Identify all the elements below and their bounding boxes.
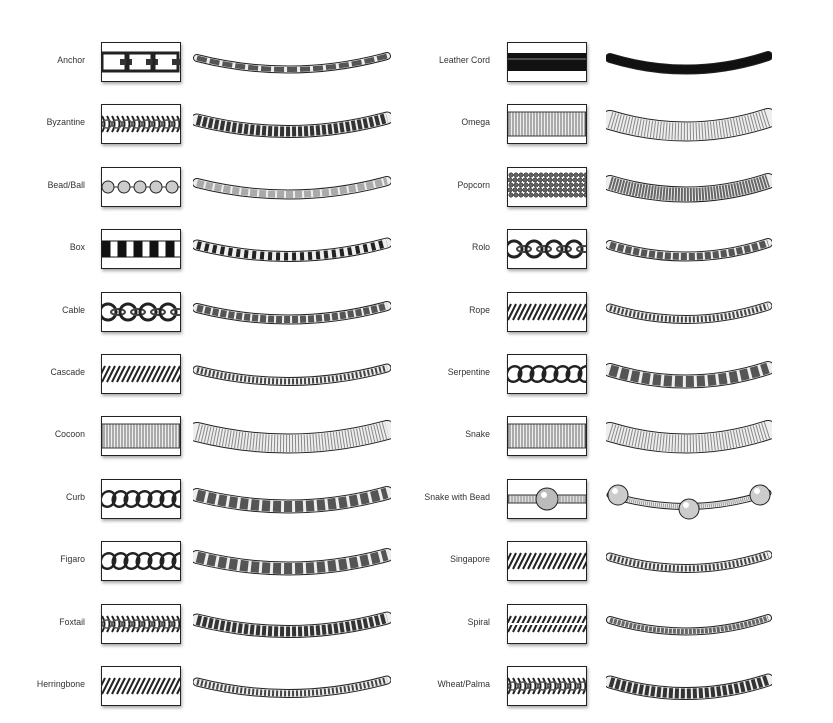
chain-label: Curb (66, 491, 85, 503)
chain-label: Cocoon (54, 429, 85, 441)
chain-closeup-swatch (507, 354, 587, 394)
chain-closeup-swatch (101, 291, 181, 332)
chain-closeup-swatch (101, 541, 181, 582)
chain-label: Serpentine (447, 367, 490, 378)
chain-label: Foxtail (59, 616, 85, 628)
chain-closeup-swatch (507, 416, 587, 457)
chain-curve-illustration (606, 229, 772, 271)
chain-closeup-swatch (507, 478, 587, 519)
chain-label: Singapore (450, 554, 490, 566)
chain-closeup-swatch (101, 416, 181, 457)
chain-label: Box (69, 242, 85, 254)
chain-closeup-swatch (101, 666, 181, 706)
chain-curve-illustration (193, 292, 391, 334)
chain-curve-illustration (606, 292, 772, 334)
chain-curve-illustration (193, 229, 391, 271)
chain-closeup-swatch (101, 166, 181, 207)
chain-label: Snake with Bead (424, 491, 490, 503)
chain-label: Anchor (57, 55, 85, 66)
chain-curve-illustration (193, 104, 391, 146)
chain-curve-illustration (193, 604, 391, 646)
chain-label: Popcorn (457, 179, 490, 191)
chain-curve-illustration (606, 42, 772, 84)
chain-closeup-swatch (507, 291, 587, 332)
chain-closeup-swatch (507, 541, 587, 582)
chain-label: Snake (465, 429, 490, 441)
chain-curve-illustration (193, 42, 391, 84)
chain-closeup-swatch (507, 603, 587, 644)
chain-closeup-swatch (507, 42, 587, 82)
chain-label: Omega (461, 117, 490, 129)
chain-closeup-swatch (101, 104, 181, 145)
chain-curve-illustration (606, 104, 772, 146)
chain-label: Rolo (472, 242, 490, 254)
chain-label: Bead/Ball (47, 179, 85, 191)
chain-curve-illustration (193, 167, 391, 209)
chain-curve-illustration (606, 354, 772, 396)
chain-curve-illustration (193, 354, 391, 396)
chain-curve-illustration (606, 167, 772, 209)
chain-closeup-swatch (101, 229, 181, 270)
chain-closeup-swatch (101, 42, 181, 82)
chain-label: Leather Cord (438, 55, 490, 66)
chain-closeup-swatch (507, 104, 587, 145)
chain-curve-illustration (193, 479, 391, 521)
chain-closeup-swatch (507, 166, 587, 207)
chain-curve-illustration (606, 479, 772, 521)
chain-closeup-swatch (101, 354, 181, 394)
chain-label: Cable (62, 304, 85, 316)
chain-curve-illustration (193, 666, 391, 708)
chain-label: Rope (469, 304, 490, 316)
chain-label: Byzantine (46, 117, 85, 129)
chain-curve-illustration (606, 666, 772, 708)
chain-curve-illustration (193, 416, 391, 458)
chain-label: Spiral (467, 616, 490, 628)
chain-closeup-swatch (507, 229, 587, 270)
chain-closeup-swatch (101, 603, 181, 644)
chain-label: Cascade (50, 367, 86, 378)
chain-closeup-swatch (101, 478, 181, 519)
chain-curve-illustration (606, 604, 772, 646)
chain-closeup-swatch (507, 666, 587, 706)
chain-label: Figaro (60, 554, 85, 566)
chain-label: Herringbone (36, 679, 85, 690)
chain-curve-illustration (193, 541, 391, 583)
chain-label: Wheat/Palma (437, 679, 490, 690)
chain-curve-illustration (606, 541, 772, 583)
chain-curve-illustration (606, 416, 772, 458)
